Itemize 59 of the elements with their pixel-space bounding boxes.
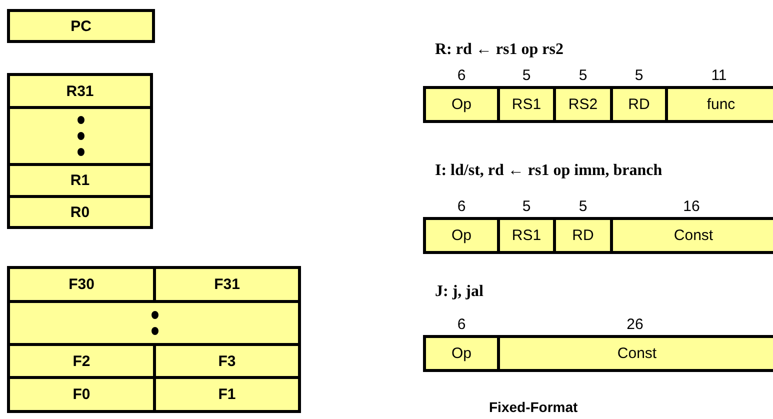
bit-width-label: 6 [456,317,467,332]
field-name: RS2 [568,97,598,112]
register-cell [153,343,301,379]
register-cell [7,163,153,198]
bit-width-label: 5 [521,199,532,214]
register-cell [7,73,153,109]
field-name: Op [451,97,472,112]
register-cell [610,217,773,254]
field-name: func [706,97,736,112]
register-name: F1 [218,387,236,402]
register-cell [553,217,613,254]
register-cell [553,86,613,123]
bit-width-label: 6 [456,199,467,214]
register-name: F3 [218,354,236,368]
register-cell [7,376,156,413]
format-heading: J: j, jal [435,284,484,300]
format-heading: R: rd ← rs1 op rs2 [435,42,564,58]
field-name: RS1 [512,97,542,112]
register-cell [7,343,156,379]
register-name: F30 [68,277,94,292]
field-name: Op [451,228,472,243]
bit-width-label: 11 [710,68,728,83]
register-name: R1 [70,173,90,188]
register-cell [610,86,668,123]
bit-width-label: 5 [521,68,532,83]
register-cell [665,86,773,123]
register-cell [497,217,556,254]
register-name: R31 [66,84,94,98]
register-cell [497,86,556,123]
register-cell [153,376,301,413]
register-cell [7,9,155,43]
register-cell [423,86,500,123]
bit-width-label: 5 [578,199,588,214]
bit-width-label: 26 [626,317,644,332]
register-name: F0 [72,387,90,402]
field-name: RS1 [512,228,542,243]
field-name: Op [451,346,472,361]
caption: Fixed-Format [489,400,578,414]
register-name: F2 [72,354,90,368]
register-cell [497,335,773,372]
bit-width-label: 6 [456,68,467,83]
field-name: Const [617,346,657,361]
bit-width-label: 16 [682,199,701,214]
field-name: RD [628,97,650,112]
field-name: Const [674,228,714,243]
register-cell [423,335,500,372]
register-cell [7,195,153,229]
register-cell [153,266,301,303]
bit-width-label: 5 [578,68,588,83]
register-cell [423,217,500,254]
ellipsis-cell [7,106,153,166]
register-name: R0 [70,204,90,220]
field-name: RD [572,228,594,243]
format-heading: I: ld/st, rd ← rs1 op imm, branch [435,163,662,179]
register-cell [7,266,156,303]
bit-width-label: 5 [634,68,644,83]
ellipsis-cell [7,300,301,346]
register-name: PC [70,18,92,34]
register-name: F31 [214,277,240,292]
